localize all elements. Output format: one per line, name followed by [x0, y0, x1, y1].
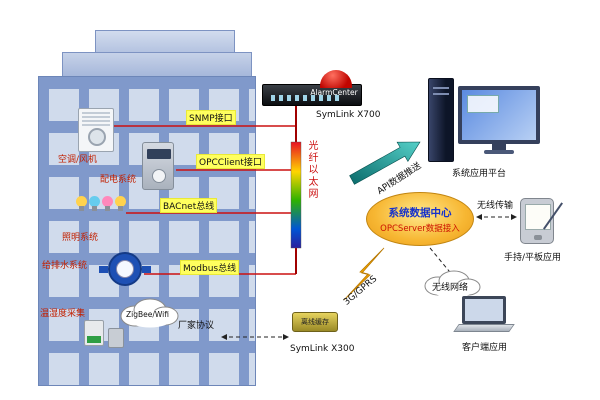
protocol-opcclient-label: OPCClient接口 — [196, 154, 265, 169]
alarm-center-label: AlarmCenter — [310, 88, 358, 97]
building-facade — [38, 76, 256, 386]
tower-slot2 — [433, 93, 449, 95]
subsystem-label-sensor: 温湿度采集 — [40, 309, 86, 319]
zigbee-label: ZigBee/Wifi — [126, 310, 169, 319]
x300-name-label: SymLink X300 — [290, 344, 355, 354]
bulb-yellow-icon — [76, 196, 87, 211]
laptop-base-icon — [453, 324, 515, 332]
wireless-network-label: 无线网络 — [432, 283, 469, 293]
sensor-module2-icon — [108, 328, 124, 348]
symlink-x700-device — [262, 84, 362, 106]
data-center-title: 系统数据中心 — [388, 206, 452, 219]
gprs-bolt — [343, 247, 385, 301]
protocol-snmp-label: SNMP接口 — [186, 110, 236, 125]
data-center-node: 系统数据中心 OPCServer数据接入 — [366, 192, 474, 246]
sensor-module-icon — [84, 320, 104, 346]
building-roof — [62, 52, 252, 78]
fiber-bar — [290, 141, 302, 249]
bulb-yellow2-icon — [115, 196, 126, 211]
water-pipe-right — [142, 266, 151, 273]
subsystem-label-lighting: 照明系统 — [62, 233, 99, 243]
power-meter-dial — [152, 169, 166, 183]
symlink-x300-device: 离线缓存 — [292, 312, 338, 332]
alarm-dome-icon — [320, 70, 352, 88]
hvac-fan-icon — [88, 128, 106, 146]
monitor-stand — [492, 144, 506, 150]
power-meter-icon — [142, 142, 174, 190]
zigbee-cloud — [120, 298, 179, 328]
hvac-unit-icon — [78, 108, 114, 152]
api-push-arrow — [349, 141, 421, 185]
bulb-pink-icon — [102, 196, 113, 211]
water-meter-icon — [108, 252, 142, 286]
handheld-button — [534, 235, 542, 240]
subsystem-label-hvac: 空调/风机 — [58, 155, 98, 165]
bulb-cyan-icon — [89, 196, 100, 211]
data-center-subtitle: OPCServer数据接入 — [380, 223, 460, 234]
x700-ports — [271, 95, 341, 101]
vendor-protocol-label: 厂家协议 — [178, 321, 215, 331]
x300-cache-label: 离线缓存 — [301, 318, 329, 326]
platform-label: 系统应用平台 — [452, 169, 507, 179]
water-pipe-left — [99, 266, 108, 273]
fiber-ethernet-label: 光纤以太网 — [306, 140, 317, 200]
wireless-network-cloud — [424, 270, 481, 298]
x700-name-label: SymLink X700 — [316, 110, 381, 120]
hvac-grille — [82, 112, 110, 126]
monitor-base — [484, 150, 514, 154]
protocol-bacnet-label: BACnet总线 — [160, 198, 218, 213]
pc-tower-icon — [428, 78, 454, 162]
subsystem-label-water: 给排水系统 — [42, 261, 88, 271]
handheld-device-icon — [520, 198, 554, 244]
handheld-label: 手持/平板应用 — [504, 253, 562, 263]
wireless-transfer-label: 无线传输 — [477, 201, 514, 211]
client-label: 客户端应用 — [462, 343, 508, 353]
power-meter-screen — [147, 149, 171, 159]
subsystem-label-power: 配电系统 — [100, 175, 137, 185]
water-meter-face — [116, 260, 134, 278]
light-bulbs-icon — [76, 196, 128, 222]
sensor-terminal-strip — [87, 336, 101, 343]
monitor-window — [467, 95, 499, 113]
laptop-screen-icon — [462, 296, 506, 324]
protocol-modbus-label: Modbus总线 — [180, 260, 240, 275]
monitor-icon — [458, 86, 540, 144]
tower-slot1 — [433, 87, 449, 89]
